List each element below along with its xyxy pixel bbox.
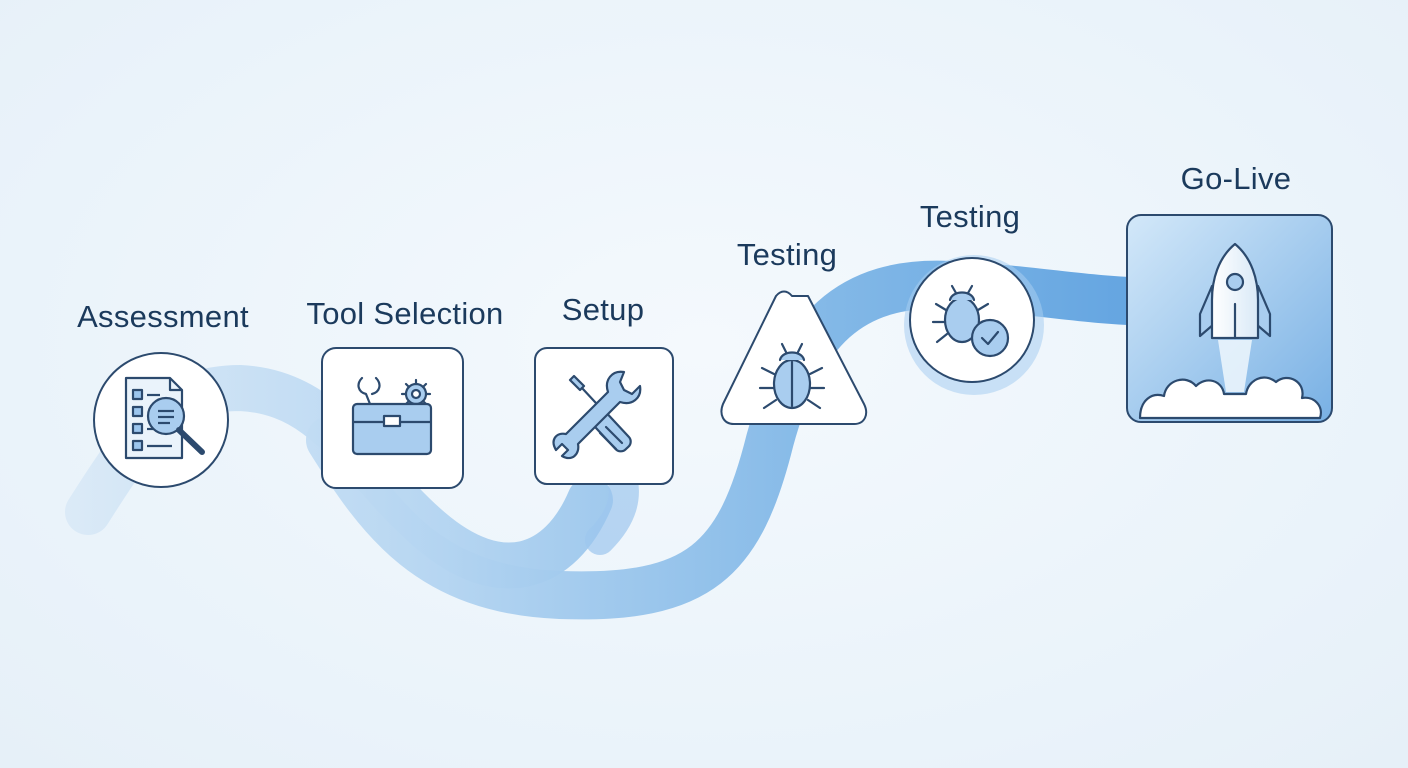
step-setup-node (534, 347, 674, 485)
step-testing-check-node (904, 255, 1044, 395)
step-label-testing-1: Testing (736, 237, 838, 272)
step-label-golive: Go-Live (1180, 161, 1292, 196)
checklist-magnifier-icon (124, 376, 205, 460)
wrench-screwdriver-icon (552, 370, 642, 460)
bug-warning-icon (758, 342, 826, 410)
step-testing-warning-node (720, 290, 868, 425)
rocket-launch-icon (1138, 242, 1322, 420)
toolbox-icon (351, 376, 433, 456)
step-label-setup: Setup (561, 292, 645, 327)
step-tool-selection-node (321, 347, 464, 489)
step-assessment-node (93, 352, 229, 488)
step-label-assessment: Assessment (77, 299, 249, 334)
step-label-tool-selection: Tool Selection (306, 296, 504, 331)
step-golive-node (1126, 214, 1333, 423)
bug-check-icon (931, 284, 1010, 358)
step-label-testing-2: Testing (919, 199, 1021, 234)
